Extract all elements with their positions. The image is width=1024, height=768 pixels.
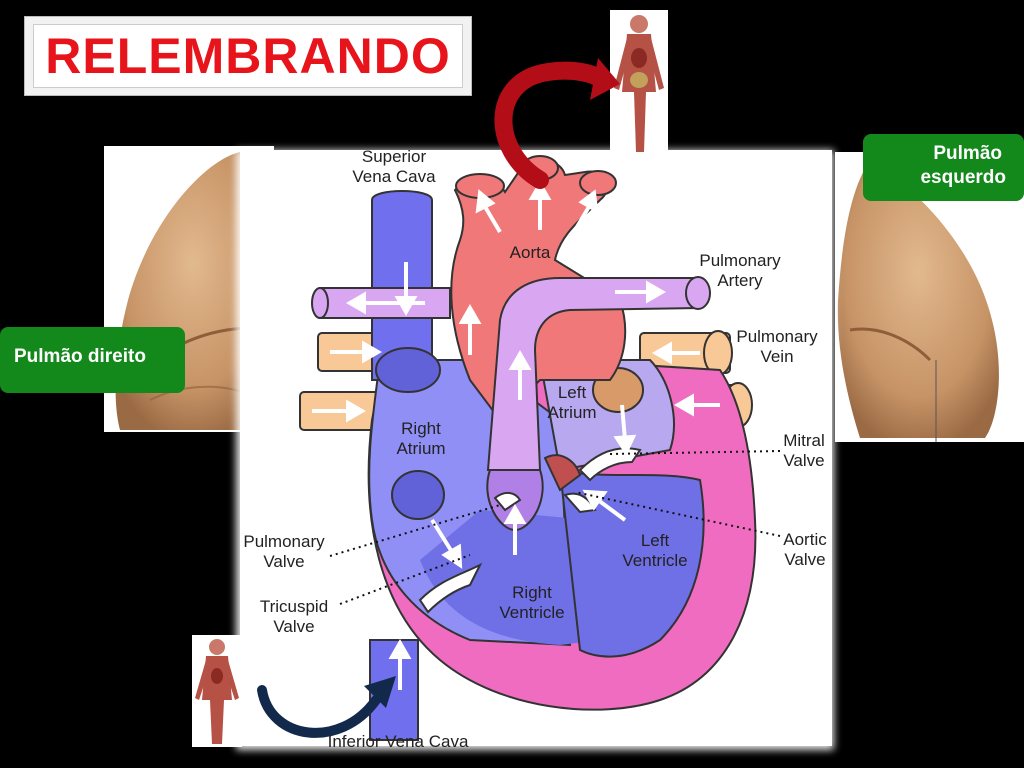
- aortic-valve-shape: [543, 454, 582, 492]
- label-right-ventricle-2: Ventricle: [499, 603, 564, 622]
- label-left-atrium-1: Left: [558, 383, 587, 402]
- label-right-atrium-1: Right: [401, 419, 441, 438]
- slide-title: RELEMBRANDO: [45, 28, 451, 84]
- ivc-opening: [391, 470, 445, 520]
- label-tricuspid-valve-2: Valve: [273, 617, 314, 636]
- label-aortic-valve-2: Valve: [784, 550, 825, 569]
- curved-arrow-navy: [257, 676, 396, 738]
- label-left-ventricle-1: Left: [641, 531, 670, 550]
- label-pulmonary-vein-2: Vein: [760, 347, 793, 366]
- label-aorta: Aorta: [510, 243, 551, 262]
- right-lung-label-text: Pulmão direito: [14, 346, 146, 367]
- label-superior-vena-cava-1: Superior: [362, 147, 427, 166]
- aorta-branch-3: [579, 170, 617, 196]
- label-superior-vena-cava-2: Vena Cava: [352, 167, 436, 186]
- label-mitral-valve-2: Valve: [783, 451, 824, 470]
- label-mitral-valve-1: Mitral: [783, 431, 825, 450]
- curved-arrow-red: [494, 58, 620, 189]
- right-ventricle: [420, 510, 600, 645]
- label-pulmonary-artery-2: Artery: [717, 271, 763, 290]
- label-pulmonary-vein-1: Pulmonary: [736, 327, 818, 346]
- left-lung-label-line1: Pulmão: [933, 143, 1002, 164]
- label-pulmonary-valve-2: Valve: [263, 552, 304, 571]
- flow-arrows: [312, 179, 720, 690]
- label-aortic-valve-1: Aortic: [783, 530, 827, 549]
- left-lung-label: Pulmão esquerdo: [863, 134, 1024, 201]
- leader-lines: [329, 450, 781, 605]
- label-pulmonary-valve-1: Pulmonary: [243, 532, 325, 551]
- left-ventricle-chamber: [558, 468, 705, 658]
- valve-leaflets: [418, 447, 642, 614]
- label-pulmonary-artery-1: Pulmonary: [699, 251, 781, 270]
- left-lung-label-line2: esquerdo: [920, 167, 1006, 188]
- pulmonary-artery-end: [685, 276, 711, 310]
- title-box: RELEMBRANDO: [24, 16, 472, 96]
- svc-opening: [375, 347, 441, 393]
- label-tricuspid-valve-1: Tricuspid: [260, 597, 328, 616]
- human-body-icon-bottom: [192, 635, 242, 747]
- label-right-atrium-2: Atrium: [396, 439, 445, 458]
- label-right-ventricle-1: Right: [512, 583, 552, 602]
- label-inferior-vena-cava: Inferior Vena Cava: [328, 732, 469, 751]
- pulmonary-artery-right-end: [311, 287, 329, 319]
- title-inner: RELEMBRANDO: [33, 24, 463, 88]
- label-left-ventricle-2: Ventricle: [622, 551, 687, 570]
- label-left-atrium-2: Atrium: [547, 403, 596, 422]
- right-lung-label: Pulmão direito: [0, 327, 185, 393]
